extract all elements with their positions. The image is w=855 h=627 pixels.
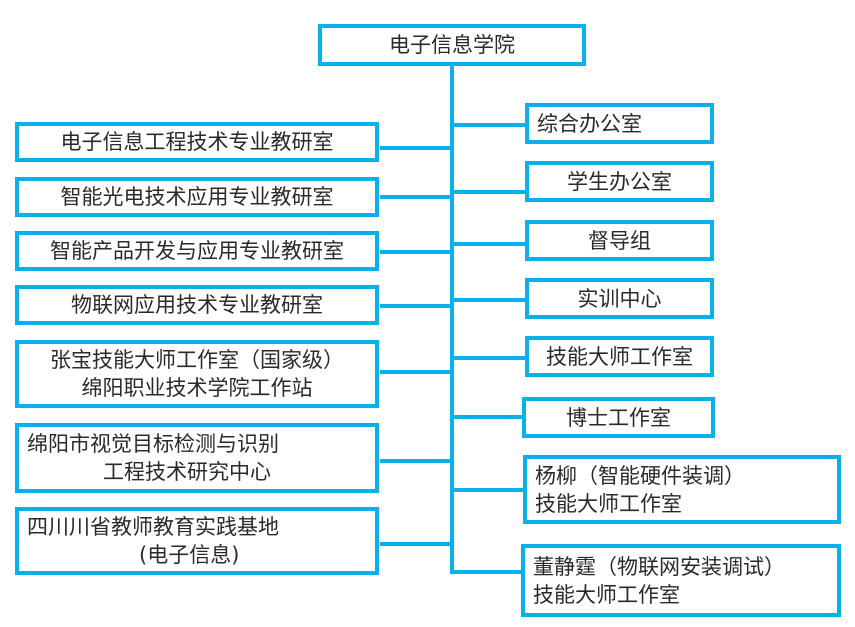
left-unit-5-line-1: 张宝技能大师工作室（国家级） — [50, 348, 344, 372]
right-unit-3-line-1: 督导组 — [588, 228, 651, 253]
connector-left-1 — [380, 146, 452, 150]
connector-left-6 — [380, 459, 452, 463]
trunk-line — [450, 64, 454, 574]
right-unit-5: 技能大师工作室 — [525, 336, 714, 377]
root-node: 电子信息学院 — [318, 24, 586, 66]
root-node-label: 电子信息学院 — [389, 33, 515, 57]
connector-right-1 — [452, 123, 526, 127]
left-unit-4-line-1: 物联网应用技术专业教研室 — [71, 293, 323, 317]
connector-right-7 — [452, 488, 526, 492]
connector-left-4 — [380, 304, 452, 308]
left-unit-2: 智能光电技术应用专业教研室 — [15, 177, 379, 217]
connector-right-4 — [452, 298, 526, 302]
right-unit-8-line-1: 董静霆（物联网安装调试） — [533, 554, 785, 579]
left-unit-5-line-2: 绵阳职业技术学院工作站 — [81, 376, 313, 400]
right-unit-1: 综合办公室 — [525, 103, 714, 144]
left-unit-4: 物联网应用技术专业教研室 — [15, 285, 379, 325]
left-unit-1: 电子信息工程技术专业教研室 — [15, 122, 379, 162]
right-unit-8: 董静霆（物联网安装调试） 技能大师工作室 — [521, 544, 841, 617]
right-unit-4: 实训中心 — [525, 278, 714, 319]
right-unit-4-line-1: 实训中心 — [577, 286, 662, 311]
connector-right-6 — [452, 415, 526, 419]
left-unit-3: 智能产品开发与应用专业教研室 — [15, 231, 379, 271]
left-unit-7-line-1: 四川川省教师教育实践基地 — [27, 515, 279, 539]
left-unit-3-line-1: 智能产品开发与应用专业教研室 — [50, 239, 344, 263]
connector-right-2 — [452, 190, 526, 194]
right-unit-7: 杨柳（智能硬件装调） 技能大师工作室 — [523, 455, 841, 524]
connector-left-5 — [380, 370, 452, 374]
connector-right-3 — [452, 242, 526, 246]
left-unit-5: 张宝技能大师工作室（国家级） 绵阳职业技术学院工作站 — [15, 340, 379, 408]
right-unit-1-line-1: 综合办公室 — [537, 111, 642, 136]
right-unit-2: 学生办公室 — [525, 161, 714, 202]
left-unit-7-line-2: (电子信息) — [139, 543, 240, 567]
left-unit-7: 四川川省教师教育实践基地 (电子信息) — [15, 507, 379, 575]
left-unit-6-line-2: 工程技术研究中心 — [103, 460, 271, 484]
right-unit-2-line-1: 学生办公室 — [567, 169, 672, 194]
left-unit-2-line-1: 智能光电技术应用专业教研室 — [60, 185, 334, 209]
connector-left-2 — [380, 195, 452, 199]
connector-left-3 — [380, 250, 452, 254]
right-unit-6-line-1: 博士工作室 — [566, 405, 671, 430]
left-unit-6-line-1: 绵阳市视觉目标检测与识别 — [27, 432, 279, 456]
left-unit-6: 绵阳市视觉目标检测与识别 工程技术研究中心 — [15, 423, 379, 493]
right-unit-6: 博士工作室 — [522, 397, 715, 438]
right-unit-7-line-1: 杨柳（智能硬件装调） — [535, 463, 745, 488]
connector-left-7 — [380, 542, 452, 546]
left-unit-1-line-1: 电子信息工程技术专业教研室 — [60, 130, 334, 154]
connector-right-8 — [452, 570, 526, 574]
right-unit-5-line-1: 技能大师工作室 — [546, 344, 693, 369]
right-unit-8-line-2: 技能大师工作室 — [533, 582, 680, 607]
connector-right-5 — [452, 356, 526, 360]
right-unit-7-line-2: 技能大师工作室 — [535, 491, 682, 516]
right-unit-3: 督导组 — [525, 220, 714, 261]
